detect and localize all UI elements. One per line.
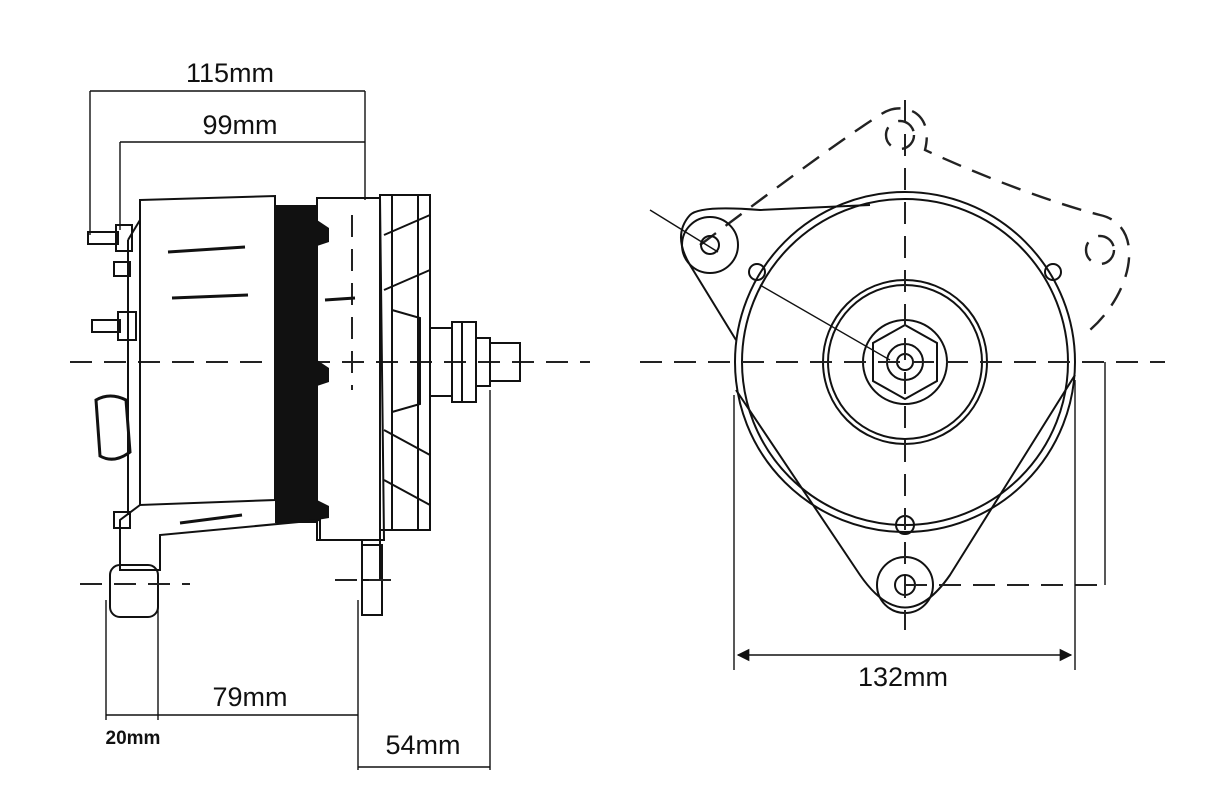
housing-outer [734,191,1076,533]
dimension-99mm: 99mm [119,110,365,230]
side-view: 115mm 99mm [70,58,590,770]
rear-housing [127,194,276,525]
label-99mm: 99mm [202,110,277,140]
dimension-132mm: 132mm [733,380,1076,692]
dimension-79mm: 79mm [157,600,359,770]
mounting-foot [80,504,400,618]
front-housing [316,197,386,541]
label-54mm: 54mm [385,730,460,760]
label-20mm: 20mm [106,728,161,749]
label-115mm: 115mm [186,58,274,88]
label-132mm: 132mm [858,662,948,692]
dimension-20mm: 20mm [105,600,161,749]
dimension-54mm: 54mm [358,390,491,770]
shaft-and-nut [429,321,521,403]
phantom-lug-outline [699,107,1131,331]
dimension-115mm: 115mm [89,58,366,235]
stator-band [275,205,317,523]
label-79mm: 79mm [212,682,287,712]
rear-terminals [87,224,137,529]
front-view: 132mm [640,100,1165,692]
shaft-nut [872,323,938,401]
